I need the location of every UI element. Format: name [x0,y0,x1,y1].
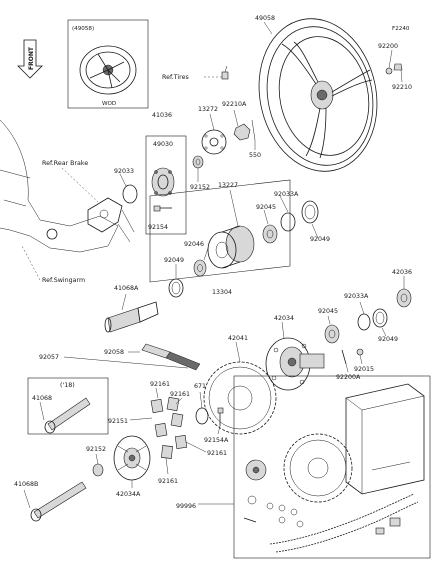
label-92033a2: 92033A [344,293,369,300]
label-92161a: 92161 [150,381,170,388]
coupling-42034a: 42034A [113,435,151,498]
label-41036: 41036 [152,112,172,119]
label-99996: 99996 [176,503,196,510]
swingarm-silhouette [0,119,135,253]
rear-wheel: 49058 [255,15,378,172]
label-42034a: 42034A [116,491,141,498]
label-41068: 41068 [32,395,52,402]
label-92210: 92210 [392,84,412,91]
label-92046: 92046 [184,241,204,248]
collar-92046: 92046 [184,241,209,277]
ref-tires: Ref.Tires [162,74,189,81]
label-13227: 13227 [218,182,238,189]
seal-92049b: 92049 [164,257,184,298]
label-92045b: 92045 [318,308,338,315]
label-92152b: 92152 [86,446,106,453]
label-42041: 42041 [228,335,248,342]
cap-92210: 92210 [392,63,412,91]
axle-41068: 41068 [32,395,91,434]
bearing-92045a: 92045 [256,204,278,244]
label-49030: 49030 [153,141,173,148]
sprocket-hub-42034: 42034 [265,315,325,391]
collar-92152b: 92152 [86,446,106,477]
kit-99996: 99996 [176,375,431,559]
nut-92200: 92200 [378,43,398,75]
front-arrow-icon: FRONT [17,39,43,79]
label-92049c: 92049 [378,336,398,343]
label-92057: 92057 [39,354,59,361]
label-92033a1: 92033A [274,191,299,198]
label-41068a: 41068A [114,285,139,292]
rotor-13272: 13272 [198,106,227,155]
label-92210a: 92210A [222,101,247,108]
label-49058: 49058 [255,15,275,22]
seal-92049c: 92049 [372,308,398,343]
inset-axle-box [27,377,109,435]
label-92151: 92151 [108,418,128,425]
label-41068b: 41068B [14,481,38,488]
label-13272: 13272 [198,106,218,113]
weight-92210a: 92210A 550 [222,101,261,159]
label-92058: 92058 [104,349,124,356]
diagram-code: F2240 [392,26,410,32]
inset-axle-caption: ('18) [60,382,75,389]
label-550: 550 [249,152,261,159]
inset-wheel-part-no: (49058) [72,26,94,32]
damper-group: 92161 92161 92151 92161 92161 [108,381,227,485]
ring-92033: 92033 [114,168,138,204]
ring-92033a2: 92033A [344,293,371,331]
label-92049a: 92049 [310,236,330,243]
collar-42036: 42036 [392,269,412,308]
label-92045a: 92045 [256,204,276,211]
inset-wheel-box: (49058) WOD [67,19,149,109]
label-92161d: 92161 [158,478,178,485]
label-92033: 92033 [114,168,134,175]
label-42036: 42036 [392,269,412,276]
front-badge-text: FRONT [28,46,35,70]
label-92161b: 92161 [170,391,190,398]
bearing-92045b: 92045 [318,308,340,344]
sprocket-42041: 42041 [203,335,277,435]
stud-92200a: 92200A [336,349,361,381]
ref-swingarm: Ref.Swingarm [42,277,85,284]
label-13304: 13304 [212,289,232,296]
inset-wheel-caption: WOD [102,101,116,107]
collar-92152a: 92152 [190,155,210,191]
label-92161c: 92161 [207,450,227,457]
label-92152a: 92152 [190,184,210,191]
ring-92033a1: 92033A [274,191,299,232]
label-92015: 92015 [354,366,374,373]
label-42034: 42034 [274,315,294,322]
nut-92015: 92015 [354,348,374,373]
label-92200: 92200 [378,43,398,50]
label-92200a: 92200A [336,374,361,381]
hub-13227: 13227 [207,182,255,269]
ref-rear-brake: Ref.Rear Brake [42,160,88,167]
valve-icon [221,65,229,80]
ring-671: 671 [194,383,209,425]
sprocket-hub-41036 [151,167,175,197]
guide-92058: 92058 92057 [39,343,201,371]
bolt-92154a: 92154A [204,407,229,444]
label-92154: 92154 [148,224,168,231]
seal-92049a: 92049 [301,200,330,243]
bolt-92154: 92154 [148,205,172,231]
axle-41068b: 41068B [14,481,87,522]
label-92154a: 92154A [204,437,229,444]
shaft-41068a: 41068A [104,285,159,333]
label-92049b: 92049 [164,257,184,264]
label-671: 671 [194,383,206,390]
